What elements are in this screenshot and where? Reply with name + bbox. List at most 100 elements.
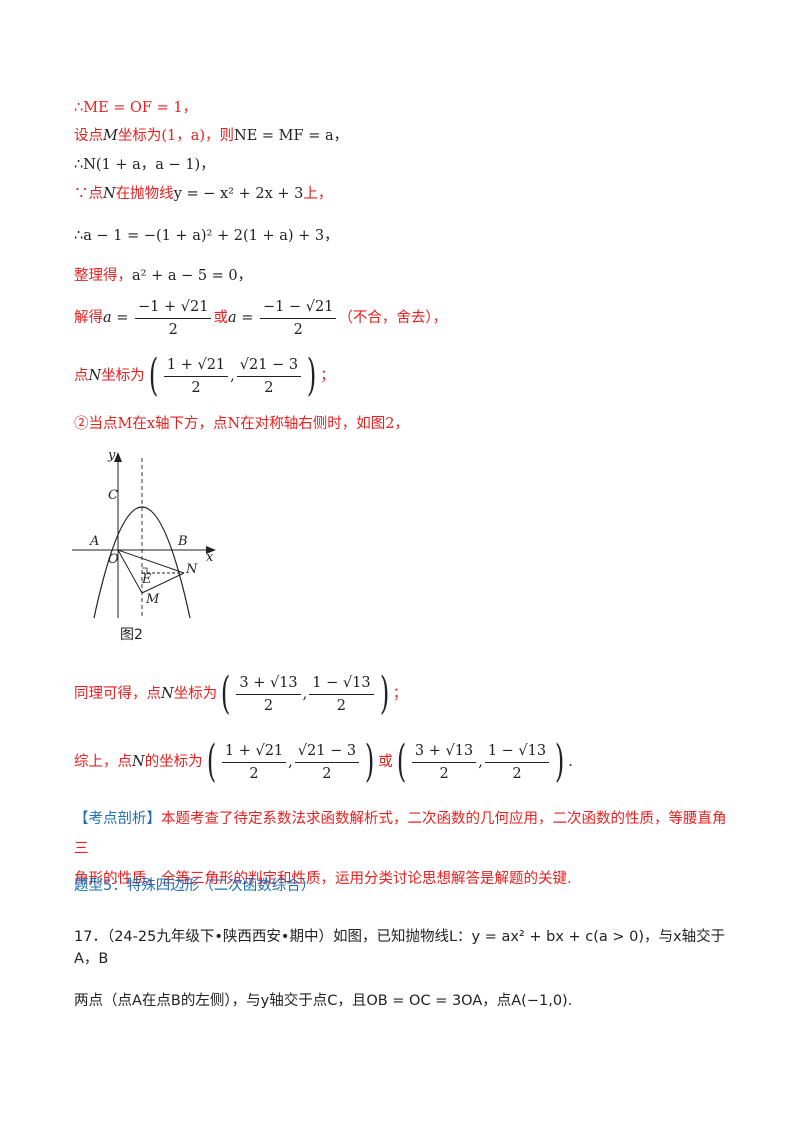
fraction: 3 + √13 2 bbox=[411, 742, 477, 783]
fraction: 1 − √13 2 bbox=[484, 742, 550, 783]
fraction-numerator: 3 + √13 bbox=[411, 742, 477, 763]
right-paren: ) bbox=[554, 736, 565, 787]
fraction-numerator: 1 + √21 bbox=[163, 356, 229, 377]
fraction-denominator: 2 bbox=[293, 321, 303, 338]
text-segment: 坐标为(1，a)，则 bbox=[117, 128, 235, 144]
fraction-numerator: √21 − 3 bbox=[294, 742, 360, 763]
text-segment: 同理可得，点 bbox=[74, 686, 161, 702]
var-a: a = bbox=[103, 310, 129, 326]
line-case-2: ②当点M在x轴下方，点N在对称轴右侧时，如图2， bbox=[74, 414, 740, 434]
equation-text: y = − x² + 2x + 3 bbox=[173, 186, 304, 202]
line-substitute: ∴a − 1 = −(1 + a)² + 2(1 + a) + 3， bbox=[74, 226, 740, 246]
fraction-denominator: 2 bbox=[336, 697, 347, 714]
left-paren: ( bbox=[396, 736, 407, 787]
text-segment: ∵点 bbox=[74, 186, 103, 202]
label-m: M bbox=[146, 592, 160, 607]
line-simplify: 整理得，a² + a − 5 = 0， bbox=[74, 266, 740, 286]
var-n: N bbox=[103, 186, 116, 202]
label-o: O bbox=[108, 552, 119, 567]
label-b: B bbox=[178, 534, 188, 549]
text-segment: 或 bbox=[378, 754, 393, 770]
problem-line: 17．（24-25九年级下•陕西西安•期中）如图，已知抛物线L：y = ax² … bbox=[74, 929, 726, 967]
problem-line: 两点（点A在点B的左侧），与y轴交于点C，且OB = OC = 3OA，点A(−… bbox=[74, 993, 573, 1009]
fraction-numerator: −1 − √21 bbox=[259, 298, 337, 319]
analysis-text: 本题考查了待定系数法求函数解析式，二次函数的几何应用，二次函数的性质，等腰直角三 bbox=[74, 811, 727, 857]
right-angle-marker bbox=[142, 567, 148, 573]
fraction-denominator: 2 bbox=[249, 765, 259, 782]
fraction-numerator: 1 + √21 bbox=[221, 742, 287, 763]
fraction: 1 + √21 2 bbox=[163, 356, 229, 397]
left-paren: ( bbox=[148, 350, 158, 401]
text-segment: 或 bbox=[213, 310, 228, 326]
line-n-on-parabola: ∵点N在抛物线y = − x² + 2x + 3上， bbox=[74, 184, 740, 204]
parabola-diagram bbox=[72, 452, 216, 619]
fraction: 1 − √13 2 bbox=[309, 674, 374, 715]
fraction-numerator: 3 + √13 bbox=[236, 674, 301, 695]
equation-text: NE = MF = a， bbox=[234, 128, 349, 144]
label-n: N bbox=[186, 562, 198, 577]
text-segment: 综上，点 bbox=[74, 754, 132, 770]
right-paren: ) bbox=[379, 668, 389, 719]
fraction: −1 + √21 2 bbox=[135, 298, 212, 339]
text-segment: 整理得， bbox=[74, 268, 132, 284]
analysis-paragraph: 【考点剖析】本题考查了待定系数法求函数解析式，二次函数的几何应用，二次函数的性质… bbox=[74, 804, 740, 894]
text-segment: 设点 bbox=[74, 128, 103, 144]
fraction: 3 + √13 2 bbox=[236, 674, 301, 715]
fraction: √21 − 3 2 bbox=[236, 356, 302, 397]
analysis-tag: 【考点剖析】 bbox=[74, 811, 161, 827]
fraction-denominator: 2 bbox=[263, 697, 274, 714]
var-n: N bbox=[132, 754, 145, 770]
x-axis-arrow bbox=[206, 546, 216, 554]
text-segment: ； bbox=[392, 686, 408, 702]
label-y: y bbox=[108, 448, 116, 463]
var-m: M bbox=[103, 128, 118, 144]
segment-on bbox=[117, 549, 185, 574]
line-me-of: ∴ME = OF = 1， bbox=[74, 98, 740, 118]
text-segment: 点 bbox=[74, 368, 89, 384]
equation-text: ∴N(1 + a，a − 1)， bbox=[74, 157, 215, 173]
text-segment: 上， bbox=[303, 186, 333, 202]
fraction-numerator: 1 − √13 bbox=[309, 674, 374, 695]
equation-text: ∴a − 1 = −(1 + a)² + 2(1 + a) + 3， bbox=[74, 228, 339, 244]
line-set-m: 设点M坐标为(1，a)，则NE = MF = a， bbox=[74, 126, 740, 146]
var-n: N bbox=[161, 686, 174, 702]
left-paren: ( bbox=[206, 736, 216, 787]
figure-caption: 图2 bbox=[120, 627, 143, 643]
fraction-denominator: 2 bbox=[168, 321, 178, 338]
line-n-coords: ∴N(1 + a，a − 1)， bbox=[74, 155, 740, 175]
problem-17: 17．（24-25九年级下•陕西西安•期中）如图，已知抛物线L：y = ax² … bbox=[74, 926, 740, 1012]
label-c: C bbox=[108, 488, 118, 503]
label-e: E bbox=[142, 572, 152, 587]
var-a: a = bbox=[227, 310, 254, 326]
fraction-denominator: 2 bbox=[191, 379, 201, 396]
text-segment: 坐标为 bbox=[173, 686, 218, 702]
equation-text: ∴ME = OF = 1， bbox=[74, 100, 198, 116]
label-a: A bbox=[90, 534, 100, 549]
fraction: √21 − 3 2 bbox=[294, 742, 360, 783]
text-segment: ； bbox=[320, 368, 335, 384]
segment-om bbox=[117, 549, 143, 594]
text-segment: 的坐标为 bbox=[144, 754, 203, 770]
fraction-numerator: −1 + √21 bbox=[135, 298, 212, 319]
section-heading: 题型5：特殊四边形（二次函数综合） bbox=[74, 878, 316, 894]
label-x: x bbox=[206, 550, 214, 565]
left-paren: ( bbox=[221, 668, 231, 719]
figure-2: y x C A B O E N M bbox=[70, 448, 230, 650]
fraction-numerator: 1 − √13 bbox=[484, 742, 550, 763]
fraction-denominator: 2 bbox=[512, 765, 522, 782]
analysis-text: 角形的性质，全等三角形的判定和性质，运用分类讨论思想解答是解题的关键. bbox=[74, 871, 572, 887]
fraction-denominator: 2 bbox=[264, 379, 274, 396]
fraction-numerator: √21 − 3 bbox=[236, 356, 302, 377]
fraction: −1 − √21 2 bbox=[259, 298, 337, 339]
fraction-denominator: 2 bbox=[439, 765, 449, 782]
y-axis-arrow bbox=[114, 452, 122, 462]
equation-text: a² + a − 5 = 0， bbox=[132, 268, 253, 284]
right-paren: ) bbox=[306, 350, 317, 401]
text-segment: 在抛物线 bbox=[115, 186, 174, 202]
fraction-denominator: 2 bbox=[322, 765, 332, 782]
fraction: 1 + √21 2 bbox=[221, 742, 287, 783]
